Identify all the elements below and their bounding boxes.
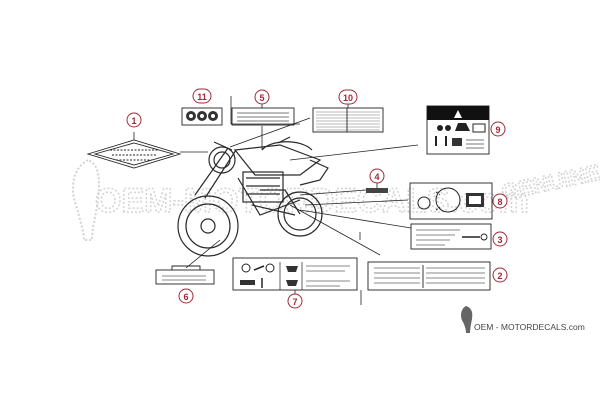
footer-brand-text: OEM - MOTORDECALS.com bbox=[474, 322, 585, 332]
decal-11 bbox=[181, 107, 223, 126]
callout-8-label: 8 bbox=[497, 197, 502, 207]
callout-5: 5 bbox=[254, 89, 270, 105]
callout-badges: 1 11 5 10 9 4 8 3 bbox=[126, 88, 508, 309]
callout-4-label: 4 bbox=[374, 172, 379, 182]
watermark-logo bbox=[71, 158, 100, 241]
decal-1 bbox=[86, 139, 182, 169]
callout-11: 11 bbox=[192, 88, 212, 104]
watermark-brand: OEM-MOTORDECALS.com bbox=[95, 182, 529, 220]
callout-9-label: 9 bbox=[495, 125, 500, 135]
decal-6 bbox=[155, 265, 215, 285]
decal-4 bbox=[366, 188, 388, 193]
callout-3: 3 bbox=[492, 231, 508, 247]
brand-logo-icon bbox=[461, 306, 473, 333]
watermark-genuine: GENUINE bbox=[499, 160, 600, 205]
decal-7 bbox=[232, 257, 358, 291]
callout-1-label: 1 bbox=[131, 116, 136, 126]
callout-10: 10 bbox=[338, 89, 358, 105]
decal-3 bbox=[410, 223, 492, 250]
callout-2: 2 bbox=[492, 267, 508, 283]
decal-8 bbox=[409, 182, 493, 220]
callout-2-label: 2 bbox=[497, 271, 502, 281]
callout-1: 1 bbox=[126, 112, 142, 128]
callout-6: 6 bbox=[178, 288, 194, 304]
watermark: OEM-MOTORDECALS.com GENUINE bbox=[94, 159, 600, 221]
callout-9: 9 bbox=[490, 121, 506, 137]
callout-4: 4 bbox=[369, 168, 385, 184]
footer-brand: OEM - MOTORDECALS.com bbox=[461, 306, 585, 333]
callout-7-label: 7 bbox=[292, 297, 297, 307]
callout-5-label: 5 bbox=[259, 93, 264, 103]
decal-9 bbox=[426, 105, 490, 155]
callout-6-label: 6 bbox=[183, 292, 188, 302]
decal-5 bbox=[231, 107, 295, 126]
decal-10 bbox=[312, 107, 384, 133]
callout-10-label: 10 bbox=[343, 93, 353, 103]
callout-8: 8 bbox=[492, 193, 508, 209]
motorcycle-illustration bbox=[177, 136, 329, 257]
leader-lines bbox=[133, 96, 419, 305]
callout-3-label: 3 bbox=[497, 235, 502, 245]
callout-7: 7 bbox=[287, 293, 303, 309]
callout-11-label: 11 bbox=[197, 92, 207, 102]
decal-2 bbox=[367, 261, 491, 291]
